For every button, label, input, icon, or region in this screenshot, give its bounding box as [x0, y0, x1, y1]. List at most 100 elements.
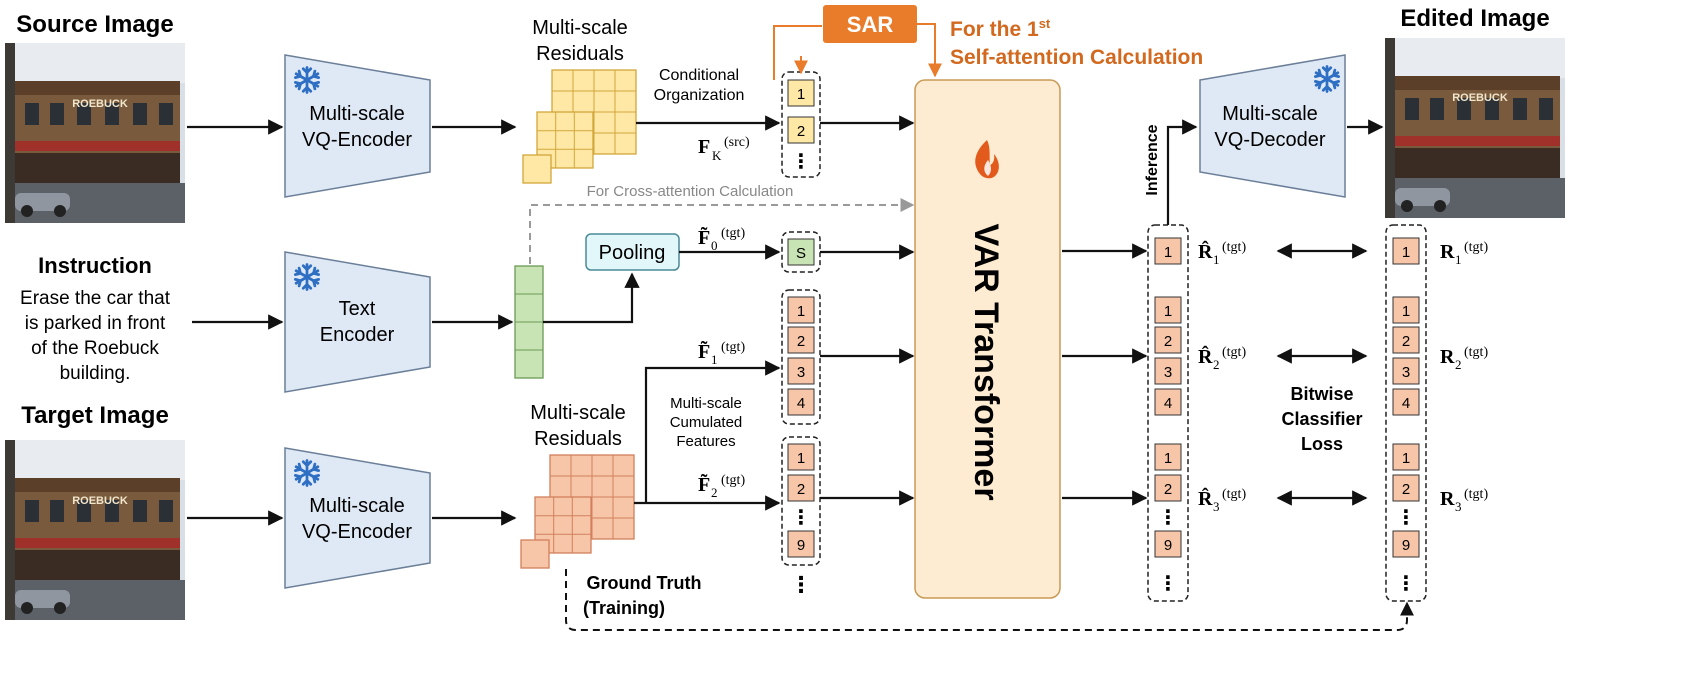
svg-text:(tgt): (tgt)	[1222, 487, 1246, 502]
svg-text:1: 1	[1402, 450, 1410, 467]
start-token-column: S	[781, 231, 821, 273]
svg-text:Pooling: Pooling	[599, 242, 666, 264]
instruction-line-3: of the Roebuck	[31, 338, 159, 359]
transformer-label: VAR Transformer	[967, 223, 1005, 500]
gt-token-2-3	[1392, 357, 1420, 385]
encoder-src-line-2: VQ-Encoder	[302, 129, 412, 151]
f2-token-column: 1 2 ⋮ 9	[781, 436, 821, 566]
svg-text:2: 2	[1213, 357, 1220, 372]
svg-text:3: 3	[1402, 364, 1410, 381]
text-embedding-column	[514, 265, 544, 379]
svg-text:(tgt): (tgt)	[1464, 487, 1488, 502]
svg-text:S: S	[796, 245, 806, 262]
src-token-2	[787, 116, 815, 144]
svg-text:2: 2	[797, 481, 805, 498]
edited-photo	[1385, 38, 1565, 218]
svg-text:1: 1	[1213, 252, 1220, 267]
pred-token-3-1	[1154, 443, 1182, 471]
svg-text:F: F	[698, 136, 710, 158]
cross-attention-label: For Cross-attention Calculation	[587, 183, 794, 200]
svg-text:1: 1	[1402, 244, 1410, 261]
svg-text:1: 1	[1164, 244, 1172, 261]
source-vq-encoder: Multi-scale VQ-Encoder	[284, 54, 431, 198]
svg-text:9: 9	[1164, 537, 1172, 554]
svg-text:R̂: R̂	[1198, 344, 1213, 368]
ground-truth-line-2: (Training)	[583, 598, 665, 618]
svg-text:1: 1	[797, 450, 805, 467]
r2-label: R 2 (tgt)	[1440, 345, 1488, 372]
pred-token-2-1	[1154, 296, 1182, 324]
edited-photo-sign: ROEBUCK	[1452, 92, 1508, 104]
gt-token-2-1	[1392, 296, 1420, 324]
more-scales-ellipsis: ⋮	[790, 572, 812, 597]
first-self-attention-label: For the 1st Self-attention Calculation	[950, 16, 1203, 69]
svg-text:2: 2	[1164, 333, 1172, 350]
target-image-title: Target Image	[21, 402, 169, 429]
svg-text:3: 3	[1213, 499, 1220, 514]
svg-text:R̂: R̂	[1198, 486, 1213, 510]
svg-text:3: 3	[1164, 364, 1172, 381]
svg-text:⋮: ⋮	[1396, 573, 1416, 595]
ground-truth-line-1: Ground Truth	[587, 573, 702, 593]
instruction-title: Instruction	[38, 253, 152, 278]
svg-text:2: 2	[1455, 357, 1462, 372]
bitwise-line-2: Classifier	[1281, 409, 1362, 429]
sar-input-connector	[773, 25, 822, 80]
svg-text:R: R	[1440, 488, 1455, 510]
svg-text:For the 1st: For the 1st	[950, 16, 1051, 41]
cross-attention-path	[529, 198, 915, 264]
var-transformer: VAR Transformer	[914, 79, 1061, 599]
svg-text:2: 2	[797, 333, 805, 350]
cumulated-line-2: Cumulated	[670, 414, 743, 431]
rhat2-label: R̂ 2 (tgt)	[1198, 344, 1246, 372]
f1-token-1	[787, 296, 815, 324]
svg-text:4: 4	[1402, 395, 1410, 412]
encoder-tgt-line-1: Multi-scale	[309, 495, 405, 517]
svg-text:(tgt): (tgt)	[721, 473, 745, 488]
f0-tgt-label: F̃ 0 (tgt)	[698, 226, 745, 253]
svg-text:2: 2	[797, 123, 805, 140]
pred-token-2-4	[1154, 388, 1182, 416]
svg-text:R: R	[1440, 241, 1455, 263]
edited-image-title: Edited Image	[1400, 5, 1549, 32]
gt-token-2-2	[1392, 326, 1420, 354]
svg-text:2: 2	[1402, 333, 1410, 350]
decoder-line-2: VQ-Decoder	[1214, 129, 1325, 151]
gt-token-3-9	[1392, 530, 1420, 558]
gt-token-3-1	[1392, 443, 1420, 471]
svg-text:9: 9	[797, 537, 805, 554]
svg-text:(tgt): (tgt)	[1464, 240, 1488, 255]
residuals-bottom-line-2: Residuals	[534, 428, 622, 450]
svg-text:3: 3	[797, 364, 805, 381]
encoder-text-line-2: Encoder	[320, 324, 395, 346]
svg-text:(tgt): (tgt)	[1464, 345, 1488, 360]
f-k-src-label: F K (src)	[698, 135, 750, 163]
target-photo	[5, 440, 185, 620]
cumulated-line-3: Features	[676, 433, 735, 450]
ground-truth-token-column: 1 1 2 3 4 1 2 ⋮ 9 ⋮	[1385, 224, 1427, 602]
instruction-line-4: building.	[60, 363, 131, 384]
residuals-bottom-line-1: Multi-scale	[530, 402, 626, 424]
cumulated-line-1: Multi-scale	[670, 395, 742, 412]
f1-token-2	[787, 326, 815, 354]
svg-text:R: R	[1440, 346, 1455, 368]
r3-label: R 3 (tgt)	[1440, 487, 1488, 514]
svg-text:1: 1	[797, 86, 805, 103]
f2-token-2	[787, 474, 815, 502]
r1-label: R 1 (tgt)	[1440, 240, 1488, 267]
svg-text:(src): (src)	[724, 135, 750, 150]
vq-decoder: Multi-scale VQ-Decoder	[1199, 54, 1346, 198]
src-token-1	[787, 79, 815, 107]
pred-token-3-9	[1154, 530, 1182, 558]
svg-text:⋮: ⋮	[1396, 507, 1416, 529]
svg-text:SAR: SAR	[847, 12, 894, 37]
residuals-top-line-2: Residuals	[536, 43, 624, 65]
source-image-title: Source Image	[16, 11, 173, 38]
trainable-flame-icon	[975, 140, 999, 179]
gt-token-1	[1392, 237, 1420, 265]
target-photo-sign: ROEBUCK	[72, 495, 128, 507]
encoder-tgt-line-2: VQ-Encoder	[302, 521, 412, 543]
svg-text:Self-attention Calculation: Self-attention Calculation	[950, 46, 1203, 69]
src-token-column: 1 2 ⋮	[781, 71, 821, 178]
gt-token-2-4	[1392, 388, 1420, 416]
